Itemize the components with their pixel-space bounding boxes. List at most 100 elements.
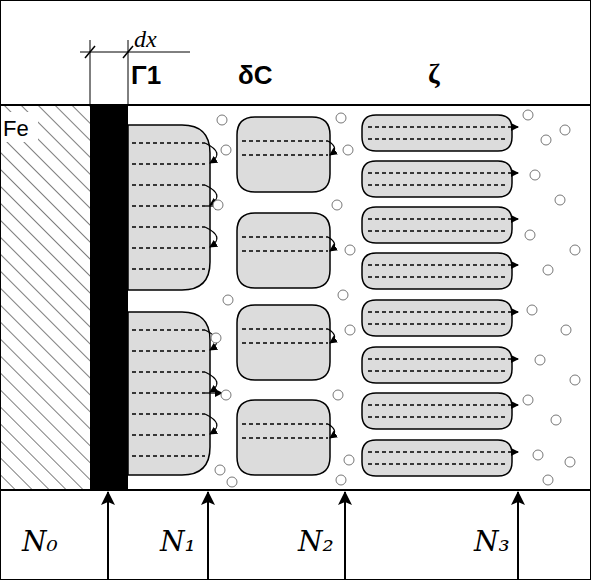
diffusion-path [368,264,518,265]
zeta-grain [362,115,512,151]
pore [551,415,561,425]
phase-label: δC [238,60,273,91]
curved-arrow [205,143,217,163]
pore [332,200,342,210]
pore [533,450,543,460]
gamma1-grain [128,312,210,475]
position-arrow [207,492,209,580]
zeta-grain [362,393,512,429]
diffusion-arrow [205,392,222,393]
dimension-label: dx [134,26,157,53]
frame-top [0,104,591,106]
pore [215,465,225,475]
pore [223,295,233,305]
pore [211,333,221,343]
phase-label: ζ [428,58,440,90]
pore [221,390,231,400]
pore [560,125,570,135]
pore [344,455,354,465]
diffusion-path [368,370,506,371]
diffusion-path [132,434,205,435]
position-arrow [107,492,109,580]
diffusion-path [132,226,205,227]
curved-arrow [205,372,217,392]
curved-arrow [328,329,335,343]
diffusion-path [242,236,328,237]
diffusion-path [132,371,205,372]
frame-bottom [0,489,591,491]
position-arrow [517,492,519,580]
diffusion-path [368,416,506,417]
pore [541,135,551,145]
diffusion-path [368,358,518,359]
diffusion-path [132,142,205,143]
pore [570,375,580,385]
pore [333,390,343,400]
pore-group [211,110,580,487]
delta-c-grain [237,213,330,288]
zeta-grain [362,161,512,197]
delta-c-grain [237,400,330,475]
material-label: Fe [3,116,29,142]
grain-group [128,115,518,476]
pore [336,475,346,485]
diffusion-path [368,463,506,464]
diffusion-path [242,140,328,141]
diffusion-path [132,184,205,185]
delta-c-grain [237,305,330,380]
iron-hatching [0,105,90,490]
pore [527,305,537,315]
diffusion-path [242,423,328,424]
zeta-grain [362,253,512,289]
pore [343,145,353,155]
diffusion-path [132,413,205,414]
pore [217,115,227,125]
diffusion-path [242,154,328,155]
dimension-tick [123,46,133,58]
position-label: N₁ [160,525,196,558]
diffusion-path [368,404,518,405]
diffusion-path [132,247,205,248]
pore [543,265,553,275]
position-label: N₂ [298,525,334,558]
diffusion-path [242,328,328,329]
pore [561,325,571,335]
diffusion-path [132,329,205,330]
pore [565,457,575,467]
phase-label: Γ1 [131,60,161,91]
diffusion-path [368,126,518,127]
pore [338,290,348,300]
zeta-grain [362,300,512,336]
pore [535,355,545,365]
pore [523,110,533,120]
dimension-tick [85,46,95,58]
curved-arrow [328,424,335,438]
position-arrow [344,492,346,580]
diffusion-path [368,172,518,173]
diffusion-path [368,230,506,231]
diffusion-path [368,138,506,139]
diffusion-path [368,276,506,277]
black-layer [90,105,128,490]
pore [345,245,355,255]
diffusion-path [242,250,328,251]
pore [213,200,223,210]
curved-arrow [328,141,335,155]
zeta-grain [362,207,512,243]
dimension-extension [90,40,91,105]
diffusion-path [242,437,328,438]
pore [555,195,565,205]
curved-arrow [328,237,335,251]
diffusion-path [132,163,205,164]
gamma1-grain [128,125,210,290]
diffusion-path [368,218,518,219]
pore [345,325,355,335]
diffusion-path [132,205,205,206]
pore [221,145,231,155]
diffusion-path [132,455,205,456]
diffusion-path [132,392,205,393]
position-label: N₀ [22,525,58,558]
